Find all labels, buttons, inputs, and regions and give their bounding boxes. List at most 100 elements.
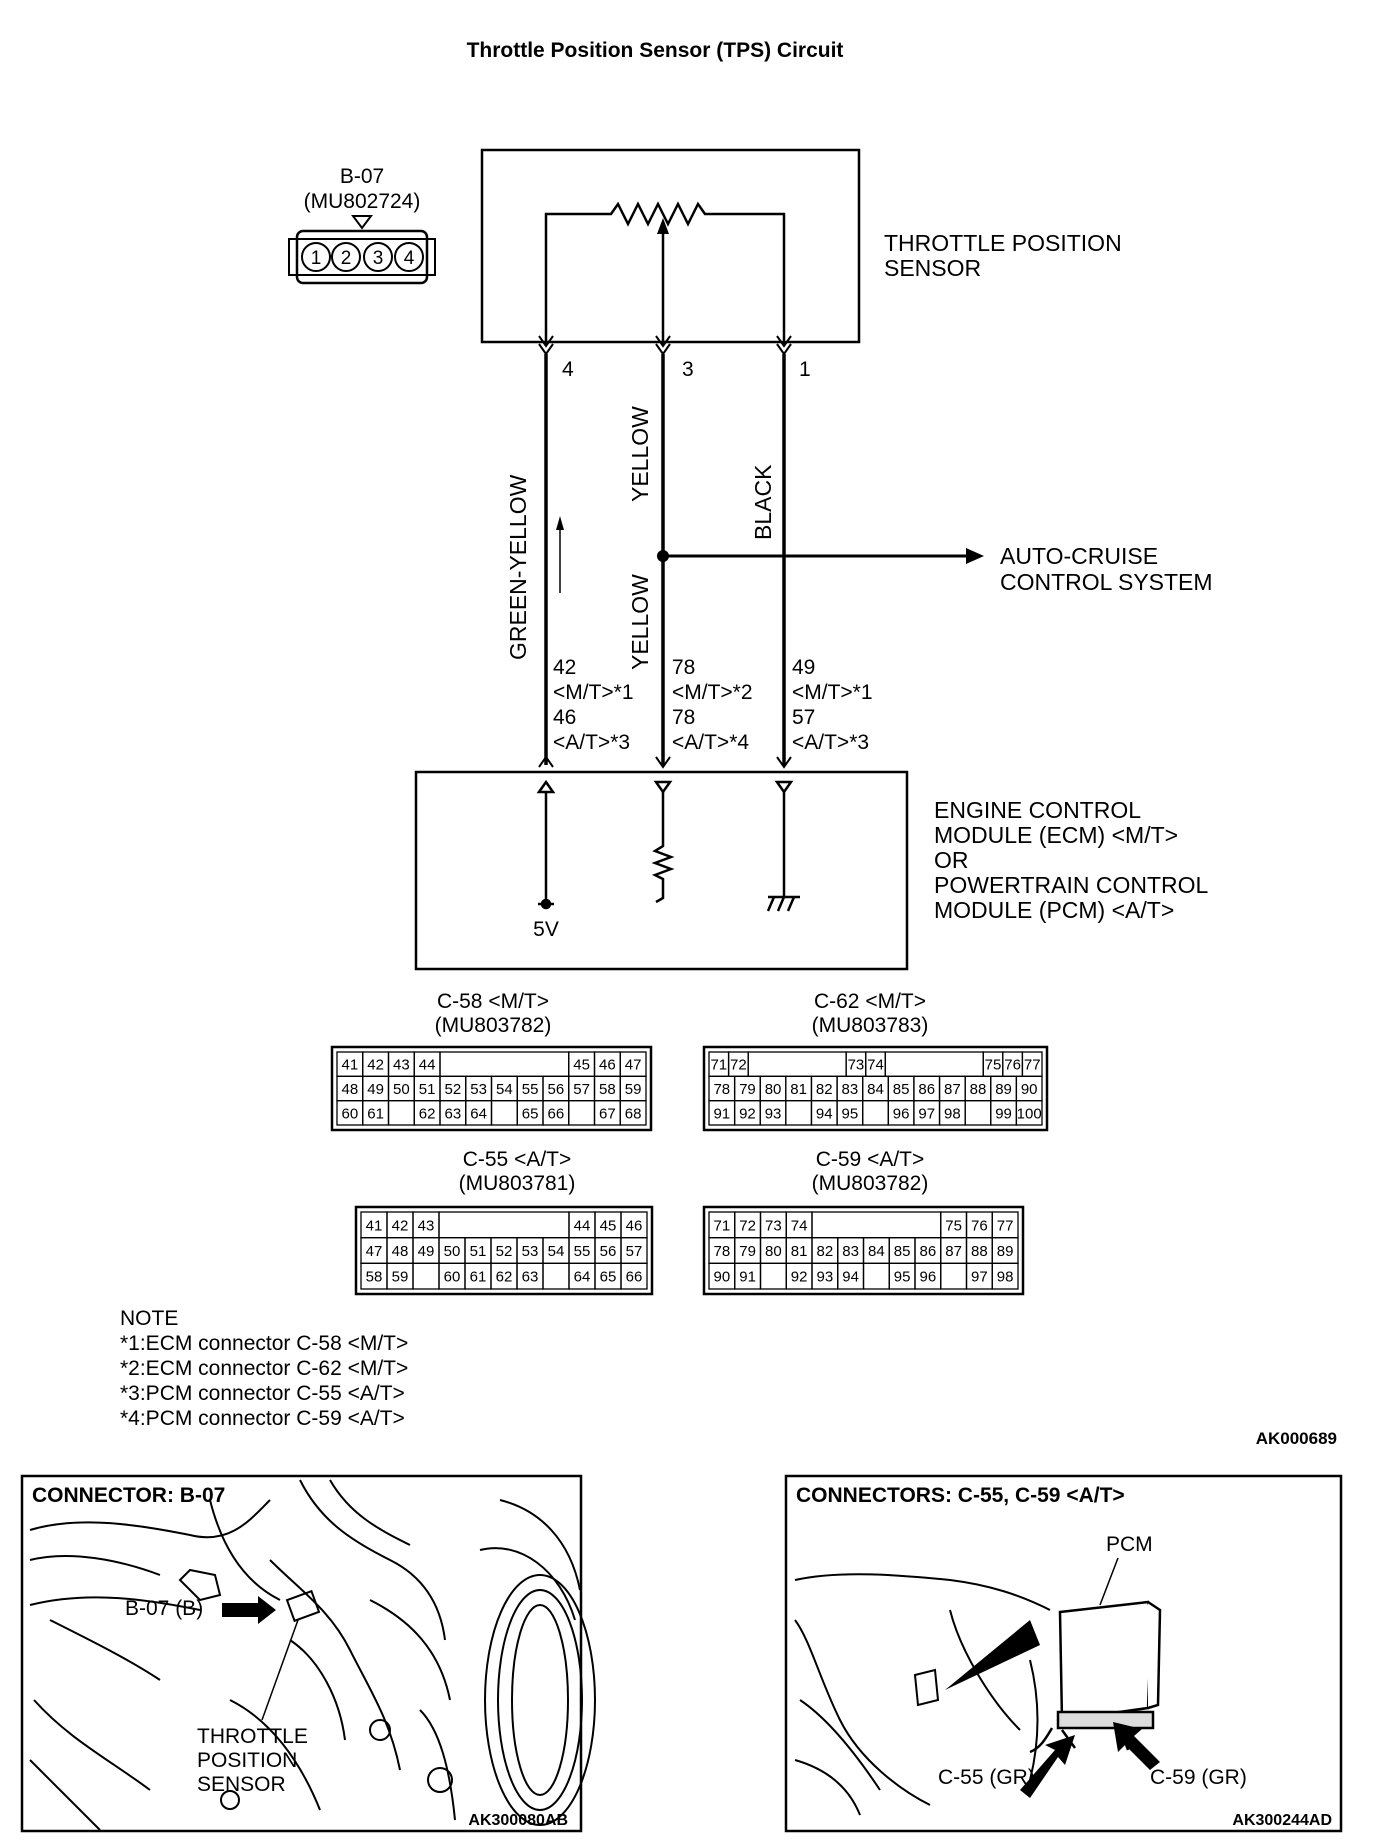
pin-number: 60 [342,1105,359,1122]
svg-text:3: 3 [373,248,384,269]
pin-number: 52 [496,1243,513,1260]
pin-label-1: 1 [799,358,811,381]
pin-number: 97 [971,1269,988,1286]
diagram-code: AK000689 [1256,1429,1337,1448]
pin-number: 63 [522,1269,539,1286]
pin-number: 88 [971,1243,988,1260]
pin-number: 68 [625,1105,642,1122]
pin-number: 92 [791,1269,808,1286]
pin-number: 55 [522,1081,539,1098]
pin-number: 96 [920,1269,937,1286]
connector-b07-panel: CONNECTOR: B-07 B-07 (B) THROTTLE POSITI… [20,1474,596,1833]
connector-pin-3: 3 [363,242,393,272]
pin-number: 89 [997,1243,1014,1260]
auto-cruise-arrow-icon [966,548,984,564]
pin-number: 98 [944,1105,961,1122]
pin-number: 59 [625,1081,642,1098]
pin-number: 73 [765,1217,782,1234]
ecm-terminals [538,755,792,769]
tps-box [480,148,861,344]
pcm-module-icon [1029,1600,1162,1754]
pin-number: 71 [710,1057,727,1074]
pin-number: 84 [868,1243,885,1260]
note-heading: NOTE [120,1307,178,1330]
pin-number: 49 [367,1081,384,1098]
svg-text:POWERTRAIN CONTROL: POWERTRAIN CONTROL [934,872,1209,898]
pin-number: 62 [419,1105,436,1122]
pin-number: 63 [445,1105,462,1122]
label-c59-gr: C-59 (GR) [1150,1766,1247,1789]
pin-number: 58 [599,1081,616,1098]
pin-label-3: 3 [682,358,694,381]
c55-name: C-55 <A/T> [463,1148,572,1171]
note-3: *3:PCM connector C-55 <A/T> [120,1382,405,1405]
label-tps-2: POSITION [197,1749,297,1772]
pin-number: 94 [816,1105,833,1122]
wire-color-green-yellow: GREEN-YELLOW [505,474,531,660]
label-b07-b: B-07 (B) [125,1597,203,1620]
svg-text:<A/T>*4: <A/T>*4 [672,731,749,754]
pin-cell [785,1100,813,1126]
c58-part: (MU803782) [435,1014,552,1037]
pin-number: 47 [625,1057,642,1074]
pin-number: 90 [1021,1081,1038,1098]
pin-number: 44 [574,1217,591,1234]
label-pcm: PCM [1106,1533,1153,1556]
potentiometer-icon [544,201,786,344]
connector-pin-2: 2 [331,242,361,272]
pin-number: 66 [626,1269,643,1286]
pin-cell [620,1262,648,1290]
pin-number: 41 [366,1217,383,1234]
pin-number: 48 [342,1081,359,1098]
svg-text:2: 2 [341,248,352,269]
pin-number: 93 [817,1269,834,1286]
ecm-box [414,770,909,971]
pin-number: 100 [1017,1105,1042,1122]
pin-number: 92 [739,1105,756,1122]
pin-number: 87 [945,1243,962,1260]
pin-number: 82 [817,1243,834,1260]
pin-number: 93 [765,1105,782,1122]
sensor-connector-part: (MU802724) [304,190,421,213]
pin-number: 64 [470,1105,487,1122]
pin-cell [884,1051,984,1077]
pin-number: 47 [366,1243,383,1260]
pin-number: 94 [842,1269,859,1286]
pin-number: 59 [392,1269,409,1286]
pin-cell [568,1100,596,1126]
c55-arrow-icon [1020,1735,1075,1798]
svg-text:78: 78 [672,706,695,729]
c55-part: (MU803781) [459,1172,576,1195]
pin-number: 83 [842,1243,859,1260]
pin-number: 45 [573,1057,590,1074]
pin-number: 56 [548,1081,565,1098]
pin-number: 54 [548,1243,565,1260]
pin-number: 78 [714,1243,731,1260]
wire-color-yellow-lower: YELLOW [627,574,653,670]
sensor-connector-symbol: B-07 (MU802724) 1 2 3 4 [288,165,436,285]
pin-number: 62 [496,1269,513,1286]
pin-cell [759,1262,787,1290]
panel-right-code: AK300244AD [1232,1812,1332,1829]
auto-cruise-label-2: CONTROL SYSTEM [1000,569,1213,595]
pin-cell [811,1211,942,1239]
pin-number: 85 [893,1081,910,1098]
pin-number: 89 [995,1081,1012,1098]
c59-part: (MU803782) [812,1172,929,1195]
pin-cell [862,1100,889,1126]
ecm-supply-5v: 5V [533,918,559,941]
pin-number: 71 [714,1217,731,1234]
pin-number: 49 [418,1243,435,1260]
pin-cell [412,1262,440,1290]
svg-text:1: 1 [311,248,322,269]
pin-number: 61 [367,1105,384,1122]
svg-text:<M/T>*1: <M/T>*1 [792,681,873,704]
panel-left-code: AK300080AB [468,1812,568,1829]
svg-text:78: 78 [672,656,695,679]
label-c55-gr: C-55 (GR) [938,1766,1035,1789]
pin-number: 74 [867,1057,884,1074]
ecm-pin-labels-wire-4: 42 <M/T>*1 46 <A/T>*3 [553,656,634,754]
location-pointer-icon [945,1620,1040,1690]
